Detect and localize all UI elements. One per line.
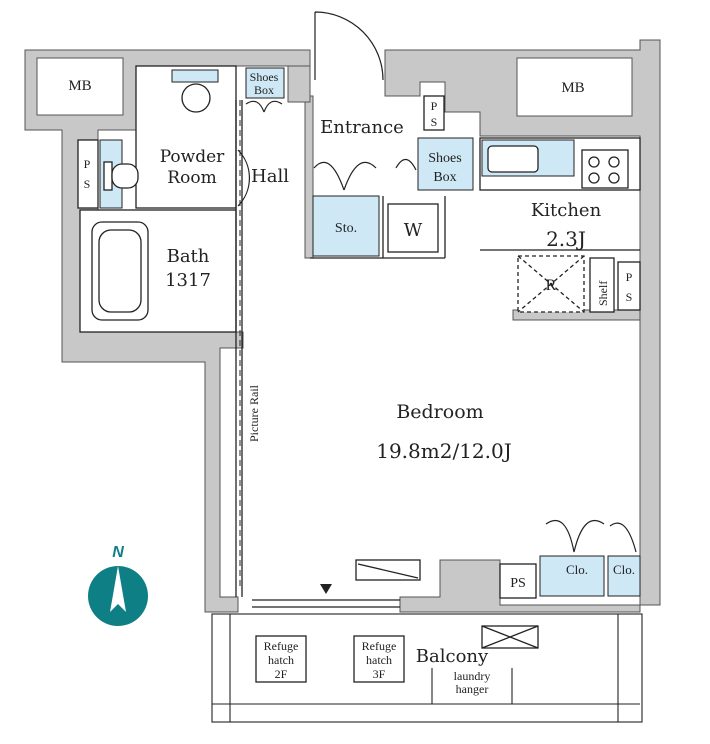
storage-label: Sto. — [335, 221, 357, 236]
laundry-hanger-label-1: laundry — [454, 669, 491, 683]
shoes-box-hall-label-2: Box — [254, 83, 274, 97]
mb-left-box — [36, 57, 124, 116]
refuge-2f-label-3: 2F — [275, 667, 288, 681]
bedroom-size-label: 19.8m2/12.0J — [376, 439, 512, 463]
ps-top-label-2: S — [431, 115, 438, 129]
refuge-2f-label-2: hatch — [268, 653, 294, 667]
ps-kitchen-label-1: P — [626, 270, 633, 284]
ps-left-label-1: P — [84, 157, 91, 171]
powder-room-label-2: Room — [167, 168, 216, 188]
basin — [181, 83, 211, 113]
mb-right-label: MB — [561, 80, 584, 96]
refuge-3f-label-3: 3F — [373, 667, 386, 681]
ps-bedroom-box — [499, 563, 537, 599]
closet-1-fill — [539, 555, 605, 597]
ps-kitchen-label-2: S — [626, 290, 633, 304]
entrance-door-swing — [314, 11, 384, 81]
ps-bedroom-label: PS — [510, 576, 526, 591]
bedroom-window-box — [355, 559, 421, 581]
ps-top-label-1: P — [431, 99, 438, 113]
labels: MB MB Shoes Box P S Entrance Shoes Box P… — [68, 70, 635, 696]
ps-top-box — [423, 95, 445, 131]
laundry-hanger-label-2: hanger — [456, 682, 489, 696]
refuge-3f-label-2: hatch — [366, 653, 392, 667]
kitchen-size-label: 2.3J — [546, 227, 586, 251]
shoes-box-entrance-label-2: Box — [433, 170, 456, 185]
washer-box — [387, 203, 439, 253]
shelf-label: Shelf — [596, 281, 610, 306]
bedroom-label: Bedroom — [396, 401, 483, 423]
interior-lines — [79, 65, 641, 608]
kitchen-label: Kitchen — [531, 200, 602, 221]
ps-left-box — [77, 139, 99, 209]
ps-left-label-2: S — [84, 177, 91, 191]
outer-wall-left — [24, 49, 311, 613]
doors — [237, 11, 637, 553]
bath-label: Bath — [167, 246, 210, 267]
wall-entrance-left — [304, 95, 314, 259]
stove — [581, 149, 629, 189]
mb-right-box — [516, 57, 633, 117]
closet-2-fill — [607, 555, 641, 597]
fridge-label: R — [546, 277, 557, 294]
picture-rail-label: Picture Rail — [247, 384, 261, 442]
closet-2-label: Clo. — [613, 562, 635, 577]
shelf-box — [589, 257, 615, 313]
balcony-area — [211, 613, 643, 723]
hall-label: Hall — [251, 166, 289, 187]
ps-kitchen-box — [617, 261, 641, 311]
refuge-2f-label-1: Refuge — [264, 639, 299, 653]
shoes-box-entrance-fill — [417, 137, 474, 191]
window-arrow — [320, 584, 332, 594]
balcony-label: Balcony — [416, 646, 489, 667]
refuge-hatch-2f-box — [255, 635, 307, 683]
refuge-hatch-3f-box — [353, 635, 405, 683]
appliances — [77, 83, 641, 683]
bath-size-label: 1317 — [165, 270, 211, 291]
toilet-tank — [103, 161, 113, 191]
wall-hall-shoes — [287, 65, 311, 103]
compass: N — [88, 544, 148, 626]
storage-fill — [312, 195, 380, 257]
wall-bottom — [399, 559, 641, 613]
closet-1-label: Clo. — [566, 562, 588, 577]
shoes-box-hall-fill — [245, 67, 285, 99]
toilet-bowl — [111, 163, 139, 189]
washer-label: W — [404, 220, 423, 241]
powder-top-fill — [171, 69, 219, 83]
powder-room-label-1: Powder — [160, 147, 225, 167]
shoes-box-hall-label-1: Shoes — [250, 70, 279, 84]
refuge-3f-label-1: Refuge — [362, 639, 397, 653]
mb-left-label: MB — [68, 78, 91, 94]
shoes-box-entrance-label-1: Shoes — [428, 151, 461, 166]
compass-north-label: N — [112, 544, 124, 561]
entrance-label: Entrance — [320, 117, 404, 138]
kitchen-sink — [487, 145, 539, 173]
compass-needle-icon — [110, 566, 126, 612]
